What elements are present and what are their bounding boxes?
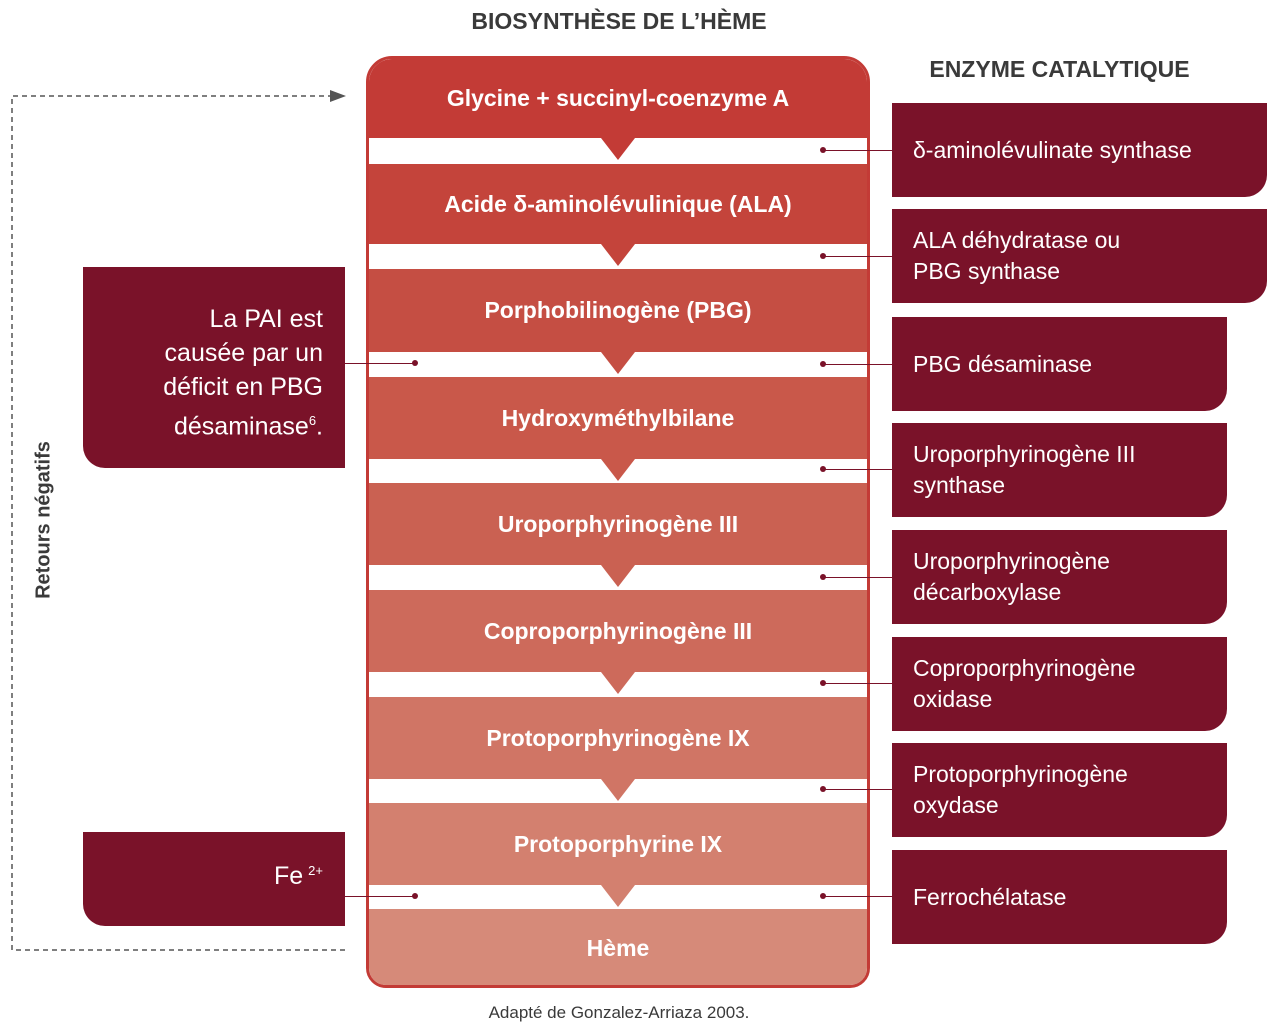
enzyme-connector xyxy=(824,577,892,578)
down-arrow-icon xyxy=(601,352,635,374)
enzyme-column-title: ENZYME CATALYTIQUE xyxy=(929,56,1190,82)
down-arrow-icon xyxy=(601,885,635,907)
enzyme-label: ALA déhydratase ou xyxy=(913,227,1121,253)
enzyme-box: Uroporphyrinogène III synthase xyxy=(892,423,1227,517)
enzyme-label-cont: synthase xyxy=(913,472,1006,498)
enzyme-label: Ferrochélatase xyxy=(913,883,1067,910)
enzyme-label: PBG désaminase xyxy=(913,350,1092,377)
connector-dot xyxy=(820,147,826,153)
enzyme-connector xyxy=(824,683,892,684)
pai-note-box: La PAI est causée par un déficit en PBG … xyxy=(83,267,345,468)
enzyme-connector xyxy=(824,256,892,257)
enzyme-label: Uroporphyrinogène xyxy=(913,548,1110,574)
enzyme-box: Coproporphyrinogène oxidase xyxy=(892,637,1227,731)
enzyme-box: Uroporphyrinogène décarboxylase xyxy=(892,530,1227,624)
pai-note-line: La PAI est xyxy=(209,305,324,333)
enzyme-connector xyxy=(824,469,892,470)
pathway-step: Uroporphyrinogène III xyxy=(369,483,867,565)
enzyme-label: δ-aminolévulinate synthase xyxy=(913,136,1192,163)
feedback-label: Retours négatifs xyxy=(32,441,55,599)
pathway-step: Glycine + succinyl-coenzyme A xyxy=(369,59,867,138)
pathway-step: Protoporphyrine IX xyxy=(369,803,867,885)
connector-dot xyxy=(412,893,418,899)
source-caption: Adapté de Gonzalez-Arriaza 2003. xyxy=(488,1003,750,1022)
enzyme-label-cont: décarboxylase xyxy=(913,579,1062,605)
pathway-step: Protoporphyrinogène IX xyxy=(369,697,867,779)
enzyme-box: PBG désaminase xyxy=(892,317,1227,411)
down-arrow-icon xyxy=(601,459,635,481)
connector-dot xyxy=(412,360,418,366)
connector-dot xyxy=(820,680,826,686)
enzyme-connector xyxy=(824,150,892,151)
enzyme-label-cont: oxidase xyxy=(913,686,993,712)
down-arrow-icon xyxy=(601,672,635,694)
enzyme-connector xyxy=(824,364,892,365)
enzyme-label-cont: oxydase xyxy=(913,792,999,818)
enzyme-box: δ-aminolévulinate synthase xyxy=(892,103,1267,197)
footnote-ref: 6 xyxy=(308,413,317,428)
pathway-column: Glycine + succinyl-coenzyme A Acide δ-ami… xyxy=(366,56,870,988)
pathway-step: Hème xyxy=(369,909,867,985)
pathway-step: Acide δ-aminolévulinique (ALA) xyxy=(369,164,867,244)
enzyme-box: Protoporphyrinogène oxydase xyxy=(892,743,1227,837)
connector-dot xyxy=(820,361,826,367)
iron-charge: 2+ xyxy=(308,862,323,878)
diagram-title: BIOSYNTHÈSE DE L’HÈME xyxy=(471,8,767,34)
enzyme-box: Ferrochélatase xyxy=(892,850,1227,944)
down-arrow-icon xyxy=(601,779,635,801)
connector-dot xyxy=(820,574,826,580)
pathway-step: Coproporphyrinogène III xyxy=(369,590,867,672)
enzyme-connector xyxy=(824,896,892,897)
down-arrow-icon xyxy=(601,565,635,587)
connector-dot xyxy=(820,893,826,899)
pai-note-line: déficit en PBG xyxy=(163,373,323,401)
enzyme-label-cont: PBG synthase xyxy=(913,258,1061,284)
enzyme-label: Protoporphyrinogène xyxy=(913,761,1128,787)
enzyme-box: ALA déhydratase ou PBG synthase xyxy=(892,209,1267,303)
connector-dot xyxy=(820,466,826,472)
down-arrow-icon xyxy=(601,244,635,266)
pathway-step: Hydroxyméthylbilane xyxy=(369,377,867,459)
down-arrow-icon xyxy=(601,138,635,160)
connector-dot xyxy=(820,786,826,792)
enzyme-label: Uroporphyrinogène III xyxy=(913,441,1136,467)
iron-connector xyxy=(345,896,417,897)
enzyme-label: Coproporphyrinogène xyxy=(913,655,1136,681)
iron-label: Fe xyxy=(273,862,304,890)
pai-note-line: causée par un xyxy=(164,339,323,367)
pai-connector xyxy=(345,363,417,364)
arrow-head-icon xyxy=(330,90,346,102)
pathway-step: Porphobilinogène (PBG) xyxy=(369,269,867,352)
enzyme-connector xyxy=(824,789,892,790)
pai-note-line: désaminase6. xyxy=(174,412,323,441)
connector-dot xyxy=(820,253,826,259)
